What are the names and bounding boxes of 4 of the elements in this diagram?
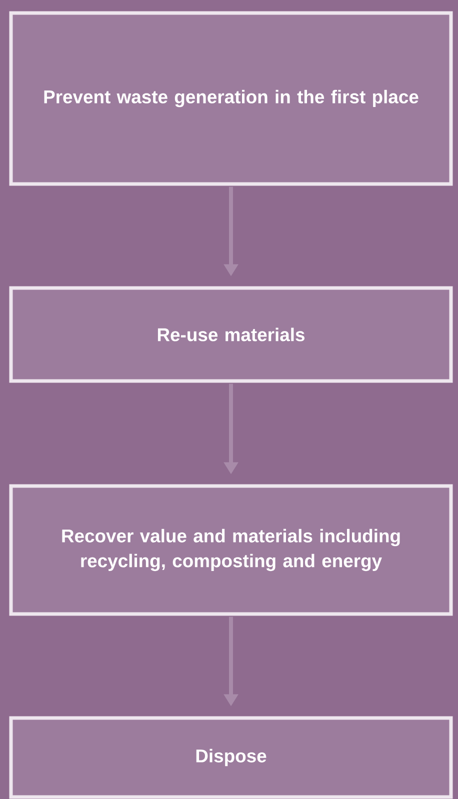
process-box: Dispose — [9, 716, 453, 799]
process-box: Prevent waste generation in the first place — [9, 11, 453, 186]
process-box: Re-use materials — [9, 286, 453, 383]
process-box: Recover value and materials including recycling, composting and energy — [9, 484, 453, 616]
